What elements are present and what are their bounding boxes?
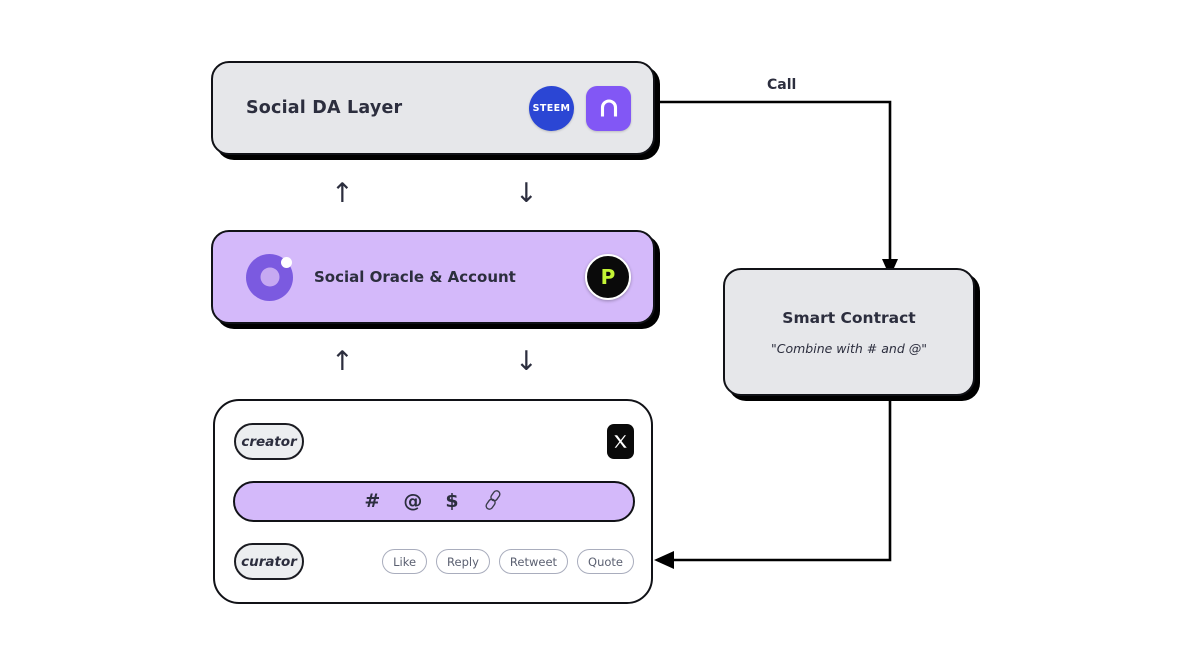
hashtag-icon[interactable]: # (364, 490, 381, 512)
arrow-down-icon-2: ↓ (515, 346, 538, 377)
quote-button[interactable]: Quote (577, 549, 634, 574)
social-oracle-title: Social Oracle & Account (314, 268, 516, 286)
polkadot-badge[interactable]: P (585, 254, 631, 300)
post-actions: Like Reply Retweet Quote (382, 549, 634, 574)
creator-pill[interactable]: creator (234, 423, 304, 460)
curator-pill[interactable]: curator (234, 543, 304, 580)
call-label: Call (767, 77, 797, 93)
retweet-button[interactable]: Retweet (498, 549, 569, 574)
da-layer-logo-row: STEEM (529, 85, 631, 131)
content-tag-toolbar[interactable]: # @ $ (233, 481, 635, 522)
cashtag-icon[interactable]: $ (445, 490, 459, 512)
social-oracle-account-card[interactable]: Social Oracle & Account P (211, 230, 655, 324)
arrow-up-icon: ↑ (331, 178, 354, 209)
steem-icon[interactable]: STEEM (529, 85, 574, 131)
mention-icon[interactable]: @ (403, 490, 423, 512)
oracle-icon (246, 253, 293, 301)
arch-glyph (600, 99, 617, 117)
social-da-layer-title: Social DA Layer (246, 98, 403, 118)
arch-network-icon[interactable] (586, 85, 631, 131)
smart-contract-card[interactable]: Smart Contract "Combine with # and @" (723, 268, 975, 396)
like-button[interactable]: Like (382, 549, 428, 574)
arrow-up-icon-2: ↑ (331, 346, 354, 377)
arrow-down-icon: ↓ (515, 178, 538, 209)
reply-button[interactable]: Reply (436, 549, 490, 574)
oracle-icon-hole (260, 267, 279, 287)
smart-contract-title: Smart Contract (782, 308, 916, 327)
link-glyph (485, 489, 501, 510)
oracle-icon-dot (281, 256, 292, 268)
polkadot-badge-letter: P (600, 265, 616, 289)
x-glyph (614, 435, 627, 448)
social-da-layer-card[interactable]: Social DA Layer STEEM (211, 61, 655, 155)
smart-contract-subtitle: "Combine with # and @" (771, 340, 927, 356)
social-post-card[interactable]: creator # @ $ curator Like Reply (213, 399, 653, 604)
x-platform-icon[interactable] (607, 424, 634, 459)
link-icon[interactable] (482, 489, 504, 515)
steem-icon-label: STEEM (532, 102, 571, 114)
